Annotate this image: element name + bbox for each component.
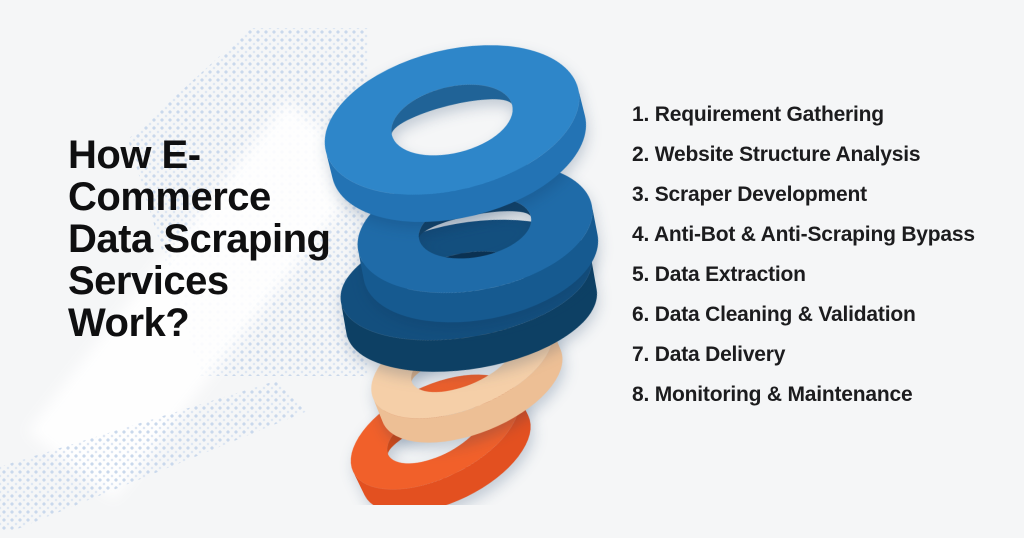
- ring-bright-blue-top: [324, 45, 587, 222]
- title-line: Services: [68, 259, 229, 303]
- title-line: How E-: [68, 133, 201, 177]
- step-item-8: 8. Monitoring & Maintenance: [632, 383, 913, 406]
- halftone-pattern-bottom: [0, 380, 306, 530]
- falling-rings-graphic: [324, 45, 599, 513]
- title-line: Work?: [68, 301, 190, 345]
- step-item-4: 4. Anti-Bot & Anti-Scraping Bypass: [632, 223, 975, 246]
- step-item-2: 2. Website Structure Analysis: [632, 143, 921, 166]
- title-line: Data Scraping: [68, 217, 331, 261]
- step-item-1: 1. Requirement Gathering: [632, 103, 884, 126]
- process-steps-list: 1. Requirement Gathering 2. Website Stru…: [632, 102, 1002, 422]
- page-title: How E- Commerce Data Scraping Services W…: [68, 134, 368, 344]
- rings-illustration: [295, 35, 655, 513]
- step-item-5: 5. Data Extraction: [632, 263, 806, 286]
- step-item-3: 3. Scraper Development: [632, 183, 867, 206]
- title-line: Commerce: [68, 175, 271, 219]
- step-item-7: 7. Data Delivery: [632, 343, 786, 366]
- step-item-6: 6. Data Cleaning & Validation: [632, 303, 916, 326]
